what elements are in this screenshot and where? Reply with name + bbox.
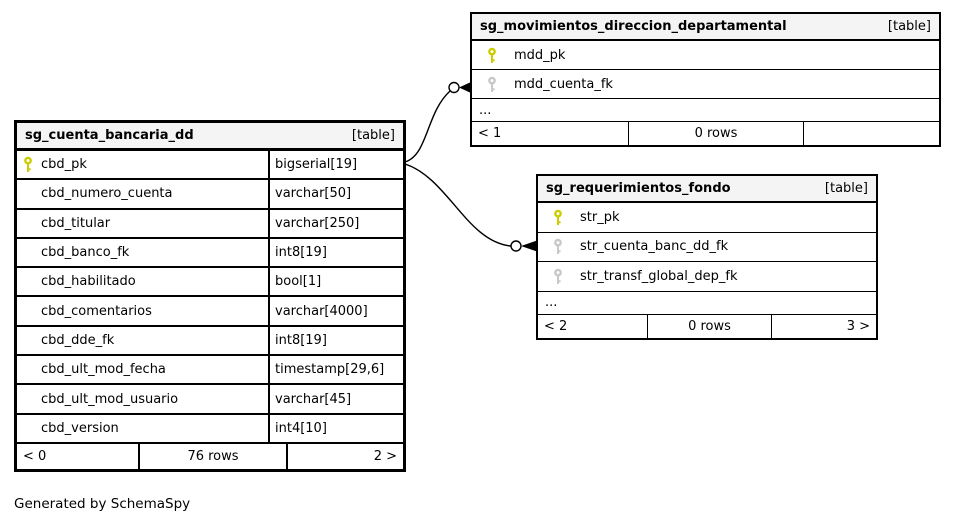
column-row-cbd-numero-cuenta: cbd_numero_cuenta varchar[50] xyxy=(17,180,403,210)
table-footer: < 0 76 rows 2 > xyxy=(17,443,403,469)
column-row-cbd-ult-mod-fecha: cbd_ult_mod_fecha timestamp[29,6] xyxy=(17,356,403,386)
table-header[interactable]: sg_requerimientos_fondo [table] xyxy=(538,176,876,203)
column-row-cbd-pk: cbd_pk bigserial[19] xyxy=(17,151,403,181)
column-row-str-transf-global-dep-fk: str_transf_global_dep_fk xyxy=(538,262,876,292)
column-type: varchar[4000] xyxy=(268,297,403,325)
related-from-count: < 2 xyxy=(544,318,568,334)
column-type: timestamp[29,6] xyxy=(268,356,403,384)
row-count: 0 rows xyxy=(647,314,772,338)
related-from-count: < 0 xyxy=(23,448,47,464)
relationship-zero-circle-requerimientos xyxy=(510,240,522,252)
column-row-cbd-banco-fk: cbd_banco_fk int8[19] xyxy=(17,238,403,269)
table-tag: [table] xyxy=(824,181,868,196)
primary-key-icon xyxy=(538,209,578,226)
related-from-count: < 1 xyxy=(478,126,502,141)
column-row-mdd-pk: mdd_pk xyxy=(472,41,939,70)
column-name: str_transf_global_dep_fk xyxy=(580,268,738,284)
column-name: cbd_banco_fk xyxy=(41,245,130,261)
column-type: bigserial[19] xyxy=(268,151,403,179)
column-name: str_pk xyxy=(580,209,620,225)
related-to-count: 2 > xyxy=(373,448,397,464)
related-to-count xyxy=(804,122,939,145)
table-tag: [table] xyxy=(887,19,931,34)
foreign-key-icon xyxy=(472,76,512,93)
column-type: varchar[50] xyxy=(268,180,403,208)
table-footer: < 2 0 rows 3 > xyxy=(538,314,876,338)
table-node-sg-cuenta-bancaria-dd: sg_cuenta_bancaria_dd [table] cbd_pk big… xyxy=(14,120,406,472)
table-header[interactable]: sg_cuenta_bancaria_dd [table] xyxy=(17,123,403,151)
relationship-zero-circle-movimientos xyxy=(448,81,460,94)
column-name: cbd_ult_mod_usuario xyxy=(41,391,179,407)
column-row-cbd-habilitado: cbd_habilitado bool[1] xyxy=(17,268,403,298)
primary-key-icon xyxy=(17,156,39,173)
hidden-columns-ellipsis: ... xyxy=(538,291,876,315)
primary-key-icon xyxy=(472,47,512,64)
hidden-columns-ellipsis: ... xyxy=(472,99,939,122)
table-name[interactable]: sg_movimientos_direccion_departamental xyxy=(480,19,787,34)
column-name: cbd_version xyxy=(41,420,119,436)
column-type: varchar[250] xyxy=(268,209,403,237)
column-name: cbd_dde_fk xyxy=(41,332,115,348)
column-row-cbd-dde-fk: cbd_dde_fk int8[19] xyxy=(17,326,403,357)
relationship-line-movimientos xyxy=(404,90,451,163)
column-type: int4[10] xyxy=(268,414,403,442)
column-type: bool[1] xyxy=(268,268,403,296)
column-row-str-pk: str_pk xyxy=(538,203,876,233)
generated-by-credit: Generated by SchemaSpy xyxy=(14,496,191,512)
column-type: int8[19] xyxy=(268,238,403,267)
column-name: str_cuenta_banc_dd_fk xyxy=(580,239,729,255)
table-node-sg-movimientos-direccion-departamental: sg_movimientos_direccion_departamental [… xyxy=(470,12,941,147)
column-row-mdd-cuenta-fk: mdd_cuenta_fk xyxy=(472,70,939,99)
table-name[interactable]: sg_cuenta_bancaria_dd xyxy=(25,128,194,143)
column-name: cbd_ult_mod_fecha xyxy=(41,362,166,378)
column-row-cbd-ult-mod-usuario: cbd_ult_mod_usuario varchar[45] xyxy=(17,385,403,415)
column-name: cbd_habilitado xyxy=(41,274,136,290)
relationship-arrowhead-requerimientos xyxy=(521,240,537,252)
table-footer: < 1 0 rows xyxy=(472,122,939,145)
foreign-key-icon xyxy=(538,238,578,255)
column-row-str-cuenta-banc-dd-fk: str_cuenta_banc_dd_fk xyxy=(538,232,876,263)
column-name: cbd_comentarios xyxy=(41,303,152,319)
row-count: 0 rows xyxy=(628,122,804,145)
table-header[interactable]: sg_movimientos_direccion_departamental [… xyxy=(472,14,939,41)
table-tag: [table] xyxy=(351,128,395,143)
column-type: varchar[45] xyxy=(268,385,403,413)
column-row-cbd-comentarios: cbd_comentarios varchar[4000] xyxy=(17,297,403,327)
column-name: cbd_titular xyxy=(41,215,111,231)
column-type: int8[19] xyxy=(268,326,403,355)
column-name: cbd_numero_cuenta xyxy=(41,186,173,202)
column-name: mdd_cuenta_fk xyxy=(514,76,613,92)
related-to-count: 3 > xyxy=(846,318,870,334)
relationship-arrowhead-movimientos xyxy=(459,82,471,93)
table-name[interactable]: sg_requerimientos_fondo xyxy=(546,181,731,196)
table-node-sg-requerimientos-fondo: sg_requerimientos_fondo [table] str_pk s… xyxy=(536,174,878,340)
foreign-key-icon xyxy=(538,268,578,285)
relationship-line-requerimientos xyxy=(404,163,512,247)
row-count: 76 rows xyxy=(138,443,288,469)
column-name: cbd_pk xyxy=(41,157,87,173)
column-row-cbd-titular: cbd_titular varchar[250] xyxy=(17,209,403,239)
column-name: mdd_pk xyxy=(514,47,566,63)
column-row-cbd-version: cbd_version int4[10] xyxy=(17,414,403,444)
